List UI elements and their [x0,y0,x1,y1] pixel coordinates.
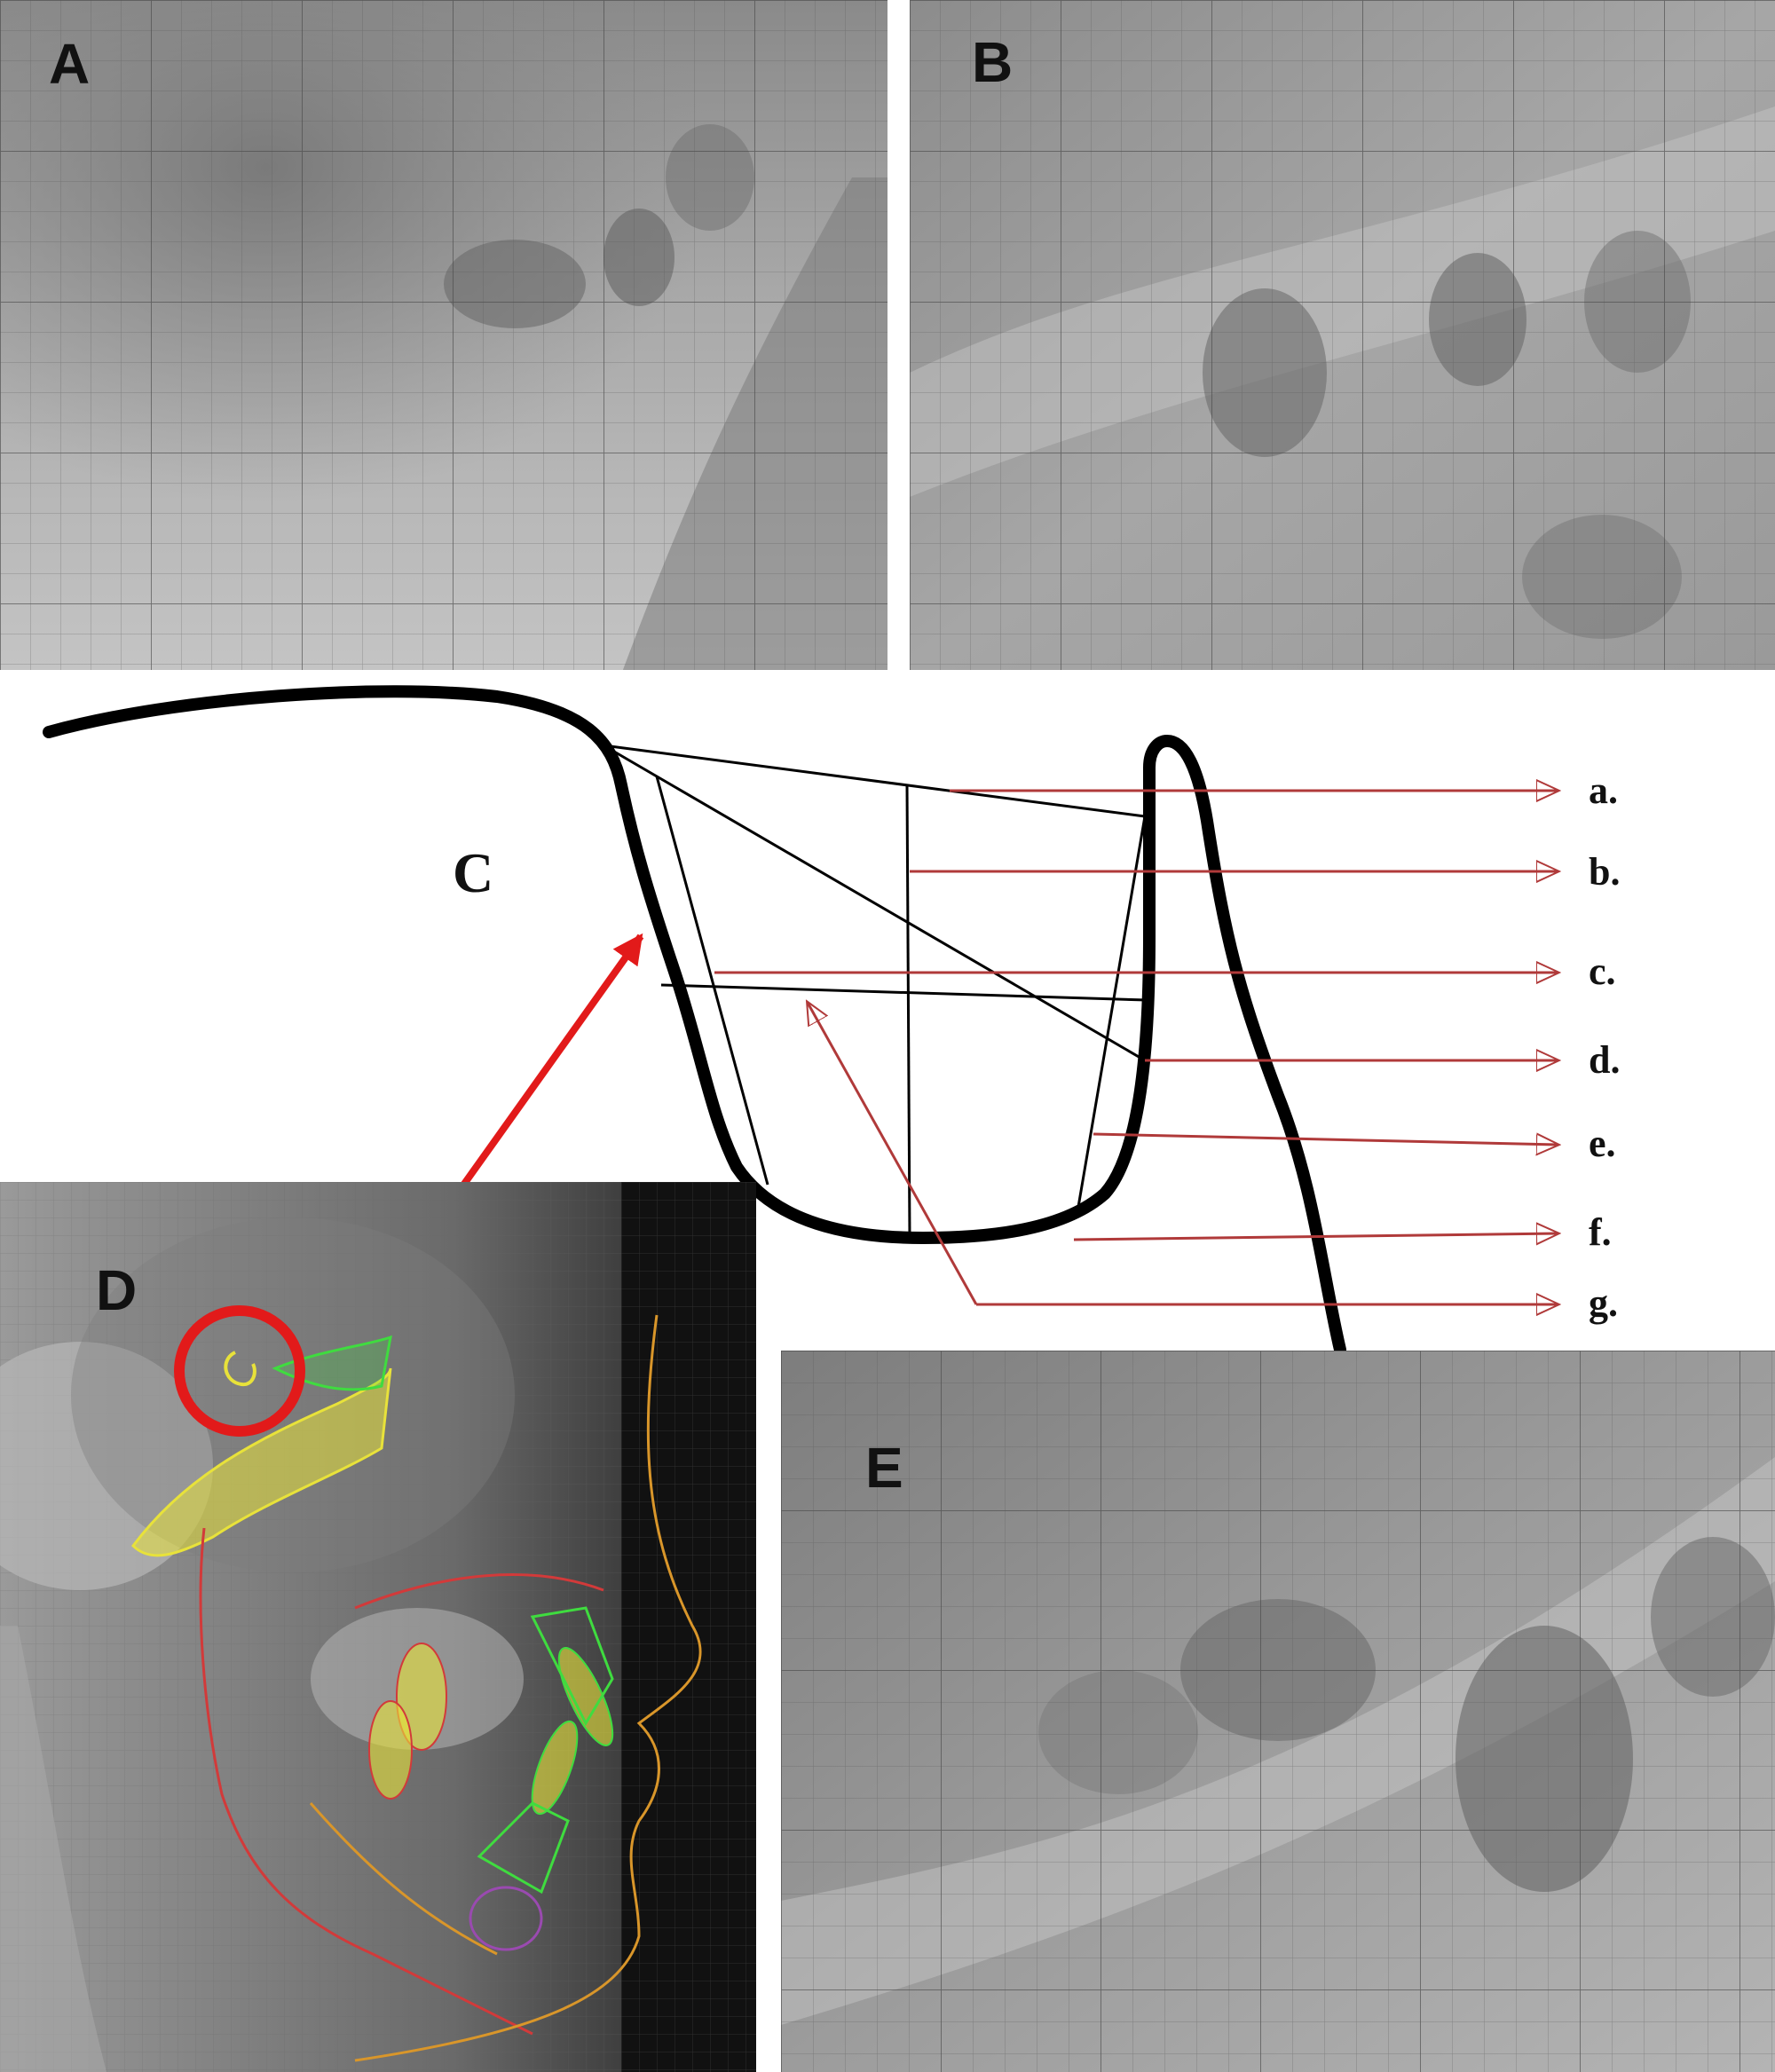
label-d: d. [1589,1038,1620,1082]
label-g: g. [1589,1281,1618,1325]
panel-e-label: E [865,1436,903,1500]
label-a: a. [1589,768,1618,812]
panel-a-label: A [49,32,91,96]
sella-highlight-circle [174,1305,305,1437]
sella-outline [43,685,1346,1356]
panel-d-image [0,1182,756,2072]
panel-a-radiograph: A [0,0,888,670]
panel-e-image [781,1351,1775,2072]
panel-d-label: D [96,1258,138,1322]
panel-b-image [910,0,1775,670]
measurement-labels: a. b. c. d. e. f. g. [1589,768,1620,1325]
panel-c-label: C [453,841,493,904]
label-b: b. [1589,850,1620,894]
measurement-arrows [714,791,1558,1304]
panel-b-label: B [972,30,1014,94]
construction-lines [603,744,1148,1239]
label-f: f. [1589,1210,1612,1254]
label-e: e. [1589,1122,1616,1165]
panel-e-radiograph: E [781,1351,1775,2072]
panel-c-diagram: a. b. c. d. e. f. g. C [43,685,1620,1427]
panel-a-image [0,0,888,670]
label-c: c. [1589,949,1616,993]
panel-b-radiograph: B [910,0,1775,670]
panel-d-cephalogram: D [0,1182,756,2072]
